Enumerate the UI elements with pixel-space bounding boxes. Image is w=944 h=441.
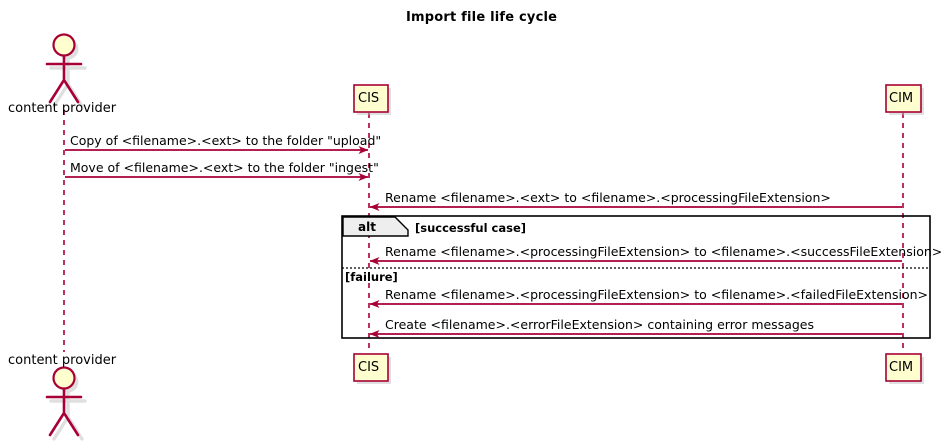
- alt-fragment: [341, 215, 931, 339]
- message-label-copy-upload: Copy of <filename>.<ext> to the folder "…: [70, 133, 382, 148]
- participant-label-cim-top: CIM: [889, 91, 914, 106]
- participant-box-cis-bottom: [353, 353, 391, 384]
- actor-label-bottom: content provider: [8, 353, 117, 368]
- page-title: Import file life cycle: [406, 10, 558, 25]
- message-label-rename-failed: Rename <filename>.<processingFileExtensi…: [385, 287, 928, 302]
- alt-guard-successful-case: [successful case]: [415, 221, 527, 235]
- actor-figure-bottom: [45, 366, 87, 441]
- message-label-move-ingest: Move of <filename>.<ext> to the folder "…: [70, 160, 379, 175]
- message-label-rename-processing: Rename <filename>.<ext> to <filename>.<p…: [385, 190, 831, 205]
- alt-operator-tab: [342, 216, 409, 237]
- message-label-rename-success: Rename <filename>.<processingFileExtensi…: [385, 244, 943, 259]
- participant-label-cim-bottom: CIM: [889, 360, 914, 375]
- message-label-create-error: Create <filename>.<errorFileExtension> c…: [385, 317, 815, 332]
- participant-label-cis-top: CIS: [358, 91, 380, 106]
- participant-box-cim-bottom: [885, 353, 924, 384]
- participant-box-cim-top: [885, 84, 924, 115]
- alt-guard-failure: [failure]: [345, 270, 398, 284]
- alt-operator-label: alt: [358, 220, 376, 234]
- actor-label-top: content provider: [8, 101, 117, 116]
- participant-label-cis-bottom: CIS: [358, 360, 380, 375]
- participant-box-cis-top: [353, 84, 391, 115]
- actor-figure-top: [45, 33, 87, 108]
